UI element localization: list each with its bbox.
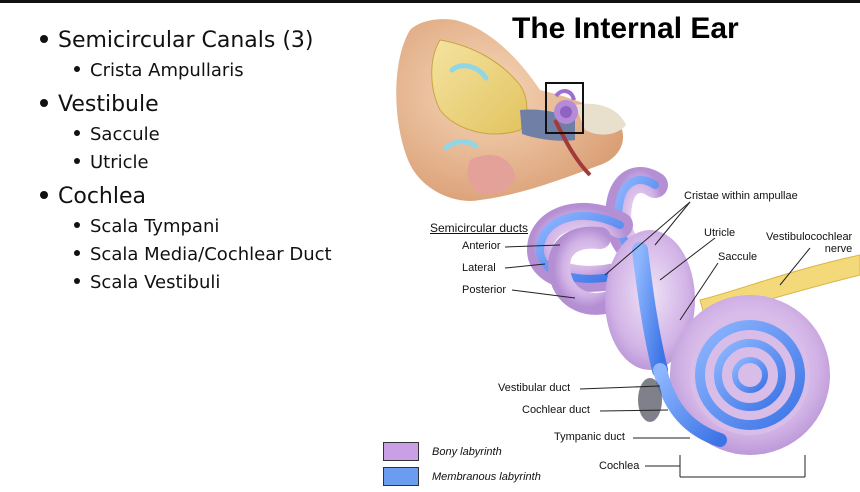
label-tympanic-duct: Tympanic duct bbox=[554, 431, 625, 443]
bullet-item-vestibule: Vestibule bbox=[40, 92, 159, 117]
sub-bullet-scala-media: Scala Media/Cochlear Duct bbox=[74, 244, 332, 265]
bullet-dot bbox=[74, 278, 80, 284]
label-nerve-line2: nerve bbox=[824, 243, 853, 255]
bullet-label: Semicircular Canals (3) bbox=[58, 28, 314, 53]
label-nerve: Vestibulocochlear nerve bbox=[766, 231, 852, 255]
bullet-item-cochlea: Cochlea bbox=[40, 184, 146, 209]
label-utricle: Utricle bbox=[704, 227, 736, 239]
label-nerve-line1: Vestibulocochlear bbox=[766, 231, 853, 243]
label-cochlea: Cochlea bbox=[599, 460, 640, 472]
label-semicircular-ducts: Semicircular ducts bbox=[430, 221, 529, 235]
bullet-dot bbox=[74, 158, 80, 164]
sub-bullet-scala-tympani: Scala Tympani bbox=[74, 216, 219, 237]
labyrinth-illustration bbox=[504, 167, 860, 478]
slide-title: The Internal Ear bbox=[512, 12, 739, 45]
label-cristae: Cristae within ampullae bbox=[684, 190, 798, 202]
bullet-dot bbox=[74, 222, 80, 228]
internal-ear-figure: Semicircular ducts Anterior Lateral Post… bbox=[380, 0, 860, 487]
legend-swatch-membranous bbox=[383, 467, 419, 486]
label-vestibular-duct: Vestibular duct bbox=[498, 382, 571, 394]
legend-label-bony: Bony labyrinth bbox=[432, 446, 502, 458]
label-cochlear-duct: Cochlear duct bbox=[522, 404, 590, 416]
sub-bullet-label: Scala Vestibuli bbox=[90, 272, 221, 293]
sub-bullet-label: Crista Ampullaris bbox=[90, 60, 244, 81]
sub-bullet-label: Utricle bbox=[90, 152, 149, 173]
sub-bullet-scala-vestibuli: Scala Vestibuli bbox=[74, 272, 220, 293]
top-border bbox=[0, 0, 860, 3]
label-saccule: Saccule bbox=[718, 251, 758, 263]
sub-bullet-label: Saccule bbox=[90, 124, 160, 145]
legend-label-membranous: Membranous labyrinth bbox=[432, 471, 541, 483]
legend-swatch-bony bbox=[383, 442, 419, 461]
ear-illustration bbox=[396, 19, 860, 478]
sub-bullet-saccule: Saccule bbox=[74, 124, 160, 145]
sub-bullet-label: Scala Tympani bbox=[90, 216, 220, 237]
label-posterior: Posterior bbox=[462, 284, 507, 296]
ear-cross-section bbox=[396, 19, 626, 201]
label-anterior: Anterior bbox=[462, 240, 501, 252]
sub-bullet-label: Scala Media/Cochlear Duct bbox=[90, 244, 332, 265]
bullet-item-semicircular: Semicircular Canals (3) bbox=[40, 28, 313, 53]
bullet-label: Cochlea bbox=[58, 184, 146, 209]
sub-bullet-utricle: Utricle bbox=[74, 152, 149, 173]
bullet-dot bbox=[74, 250, 80, 256]
bullet-dot bbox=[40, 35, 48, 43]
bullet-dot bbox=[74, 66, 80, 72]
sub-bullet-crista: Crista Ampullaris bbox=[74, 60, 244, 81]
label-lateral: Lateral bbox=[462, 262, 496, 274]
bullet-dot bbox=[40, 99, 48, 107]
bullet-label: Vestibule bbox=[58, 92, 159, 117]
bullet-dot bbox=[40, 191, 48, 199]
bullet-dot bbox=[74, 130, 80, 136]
